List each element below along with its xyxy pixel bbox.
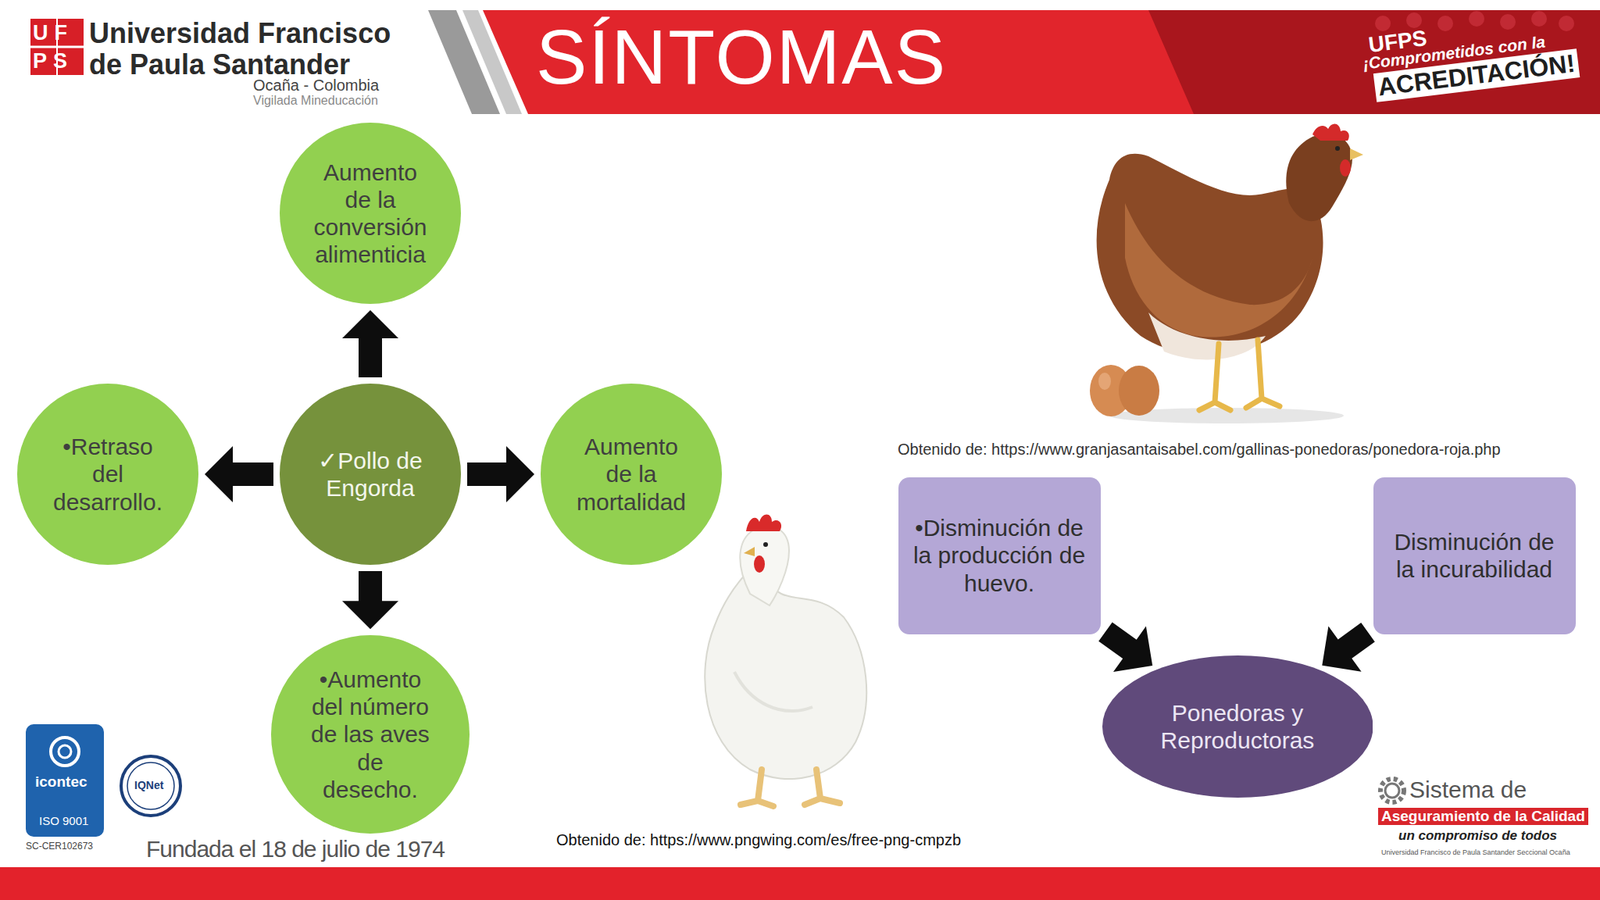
icontec-mark [58,745,72,758]
node-label: •Disminución de la producción de huevo. [907,514,1092,597]
image-source: Obtenido de: https://www.pngwing.com/es/… [556,831,961,850]
node-text-group: •Aumento del número de las aves de desec… [307,665,433,803]
campus-name: Ocaña - Colombia [253,76,379,95]
iqnet-name: IQNet [134,778,164,792]
node-text-group: •Disminución de la producción de huevo. [907,514,1092,597]
icontec-name: icontec [35,773,88,791]
symptom-circle: •Aumento del número de las aves de desec… [271,635,469,833]
symptom-box: Disminución de la incurabilidad [1373,477,1576,635]
certificate-number: SC-CER102673 [25,841,93,853]
icontec-mark [50,737,79,766]
title-banner [482,10,1600,115]
logo-letters: UF [32,21,74,46]
block-arrow [342,571,399,629]
node-label: Aumento de la conversión alimenticia [307,158,433,268]
white-chicken-illustration [704,514,867,807]
quality-motto: un compromiso de todos [1398,828,1558,844]
ellipse-outline [1102,655,1374,798]
node-label: Disminución de la incurabilidad [1382,528,1567,583]
node-label: Ponedoras y Reproductoras [1147,699,1328,754]
quality-system-name: Sistema de [1409,776,1527,804]
banner-dark-end [1148,10,1600,115]
footer-bar [0,867,1600,900]
node-text-group: ✓Pollo de Engorda [303,446,437,502]
oversight-note: Vigilada Mineducación [253,93,379,108]
iso-label: ISO 9001 [39,814,89,828]
block-arrow [1098,622,1153,673]
node-text-group: Aumento de la mortalidad [568,432,694,515]
symptom-circle: •Retraso del desarrollo. [17,383,199,565]
brown-hen-illustration [1089,124,1364,424]
category-ellipse: Ponedoras y Reproductoras [1102,655,1374,798]
iqnet-logo [127,762,175,810]
symptom-circle: Aumento de la mortalidad [540,383,722,565]
node-text-group: Aumento de la conversión alimenticia [307,158,433,268]
block-arrow [467,446,535,503]
category-circle: ✓Pollo de Engorda [279,383,461,565]
quality-system-name: Aseguramiento de la Calidad [1378,807,1589,825]
block-arrow [1321,622,1375,672]
founding-date: Fundada el 18 de julio de 1974 [146,835,445,864]
image-source: Obtenido de: https://www.granjasantaisab… [897,440,1501,459]
university-name: Universidad Francisco [89,17,391,50]
block-arrow [204,446,274,503]
node-label: Aumento de la mortalidad [568,432,694,515]
university-name: de Paula Santander [89,48,350,81]
ellipse-fill [1102,655,1374,798]
symptom-circle: Aumento de la conversión alimenticia [279,122,461,304]
logo-letters: PS [32,49,74,74]
node-label: ✓Pollo de Engorda [303,446,437,502]
node-label: •Aumento del número de las aves de desec… [307,665,433,803]
block-arrow [342,310,399,378]
node-text-group: Disminución de la incurabilidad [1382,528,1567,583]
node-label: •Retraso del desarrollo. [45,432,171,515]
node-text-group: Ponedoras y Reproductoras [1147,699,1328,754]
slide-title: SÍNTOMAS [535,18,947,96]
icontec-logo [25,724,104,837]
iqnet-logo [121,756,181,816]
quality-footnote: Universidad Francisco de Paula Santander… [1381,848,1571,857]
node-text-group: •Retraso del desarrollo. [45,432,171,515]
gear-icon [1380,778,1404,803]
logo-block [30,18,84,75]
symptom-box: •Disminución de la producción de huevo. [898,477,1101,635]
